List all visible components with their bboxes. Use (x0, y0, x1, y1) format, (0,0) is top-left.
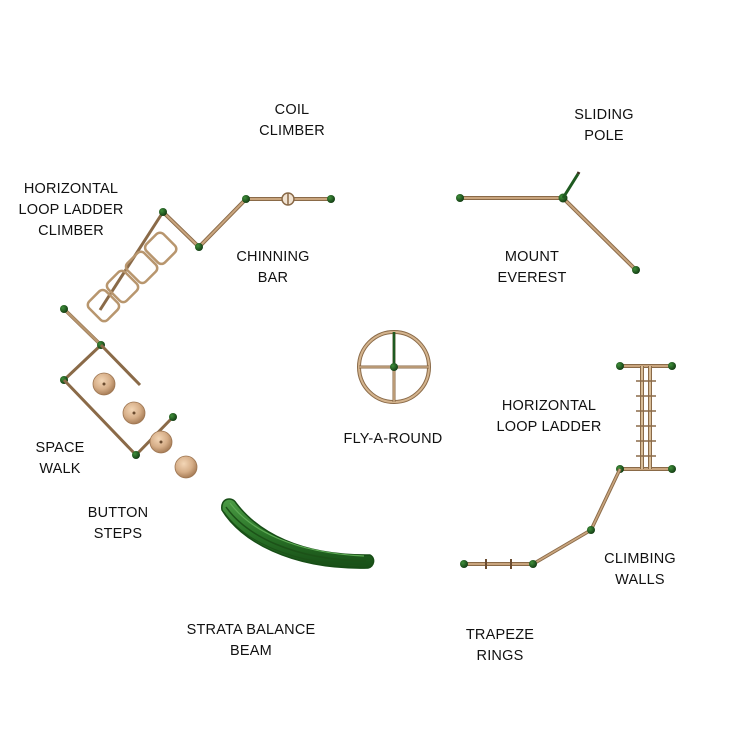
label-horizontal-loop-ladder: HORIZONTAL LOOP LADDER (496, 396, 601, 438)
trapeze-rings-equipment (460, 559, 537, 569)
horizontal-loop-ladder-climber-equipment (60, 208, 178, 384)
label-trapeze-rings: TRAPEZE RINGS (466, 625, 534, 667)
label-line: EVEREST (497, 270, 567, 286)
label-line: COIL (274, 102, 310, 118)
label-line: CLIMBER (259, 123, 325, 139)
label-strata-balance-beam: STRATA BALANCE BEAM (187, 620, 316, 662)
label-line: STRATA BALANCE (186, 622, 316, 638)
label-line: LOOP LADDER (496, 419, 602, 435)
label-line: RINGS (476, 648, 524, 664)
label-space-walk: SPACE WALK (35, 438, 84, 480)
space-walk-equipment (62, 343, 177, 459)
horizontal-loop-ladder-equipment (616, 362, 676, 473)
label-line: LOOP LADDER (18, 202, 124, 218)
label-climbing-walls: CLIMBING WALLS (604, 549, 676, 591)
label-line: POLE (584, 128, 624, 144)
coil-climber-equipment (281, 192, 295, 206)
climbing-walls-equipment (532, 468, 622, 566)
label-line: HORIZONTAL (23, 181, 119, 197)
label-line: STEPS (93, 526, 143, 542)
label-line: HORIZONTAL (501, 398, 597, 414)
label-line: FLY-A-ROUND (343, 431, 443, 447)
label-mount-everest: MOUNT EVEREST (497, 247, 566, 289)
label-line: WALK (39, 461, 81, 477)
label-coil-climber: COIL CLIMBER (259, 100, 325, 142)
label-line: CHINNING (236, 249, 310, 265)
label-line: CLIMBING (604, 551, 676, 567)
fly-a-round-equipment (357, 330, 431, 404)
chinning-bar-equipment (161, 195, 335, 251)
strata-balance-beam-equipment (221, 498, 375, 569)
label-line: MOUNT (504, 249, 560, 265)
label-line: BEAM (230, 643, 272, 659)
label-line: WALLS (615, 572, 665, 588)
label-line: CLIMBER (38, 223, 104, 239)
label-line: SLIDING (574, 107, 634, 123)
label-line: BUTTON (87, 505, 149, 521)
label-fly-a-round: FLY-A-ROUND (344, 429, 443, 450)
sliding-pole-equipment (561, 171, 581, 199)
button-steps-equipment (174, 455, 198, 479)
label-line: SPACE (35, 440, 85, 456)
label-line: TRAPEZE (465, 627, 535, 643)
mount-everest-equipment (456, 193, 640, 274)
label-line: BAR (257, 270, 289, 286)
label-chinning-bar: CHINNING BAR (236, 247, 309, 289)
label-sliding-pole: SLIDING POLE (574, 105, 633, 147)
label-button-steps: BUTTON STEPS (88, 503, 149, 545)
label-horizontal-loop-ladder-climber: HORIZONTAL LOOP LADDER CLIMBER (18, 179, 123, 242)
